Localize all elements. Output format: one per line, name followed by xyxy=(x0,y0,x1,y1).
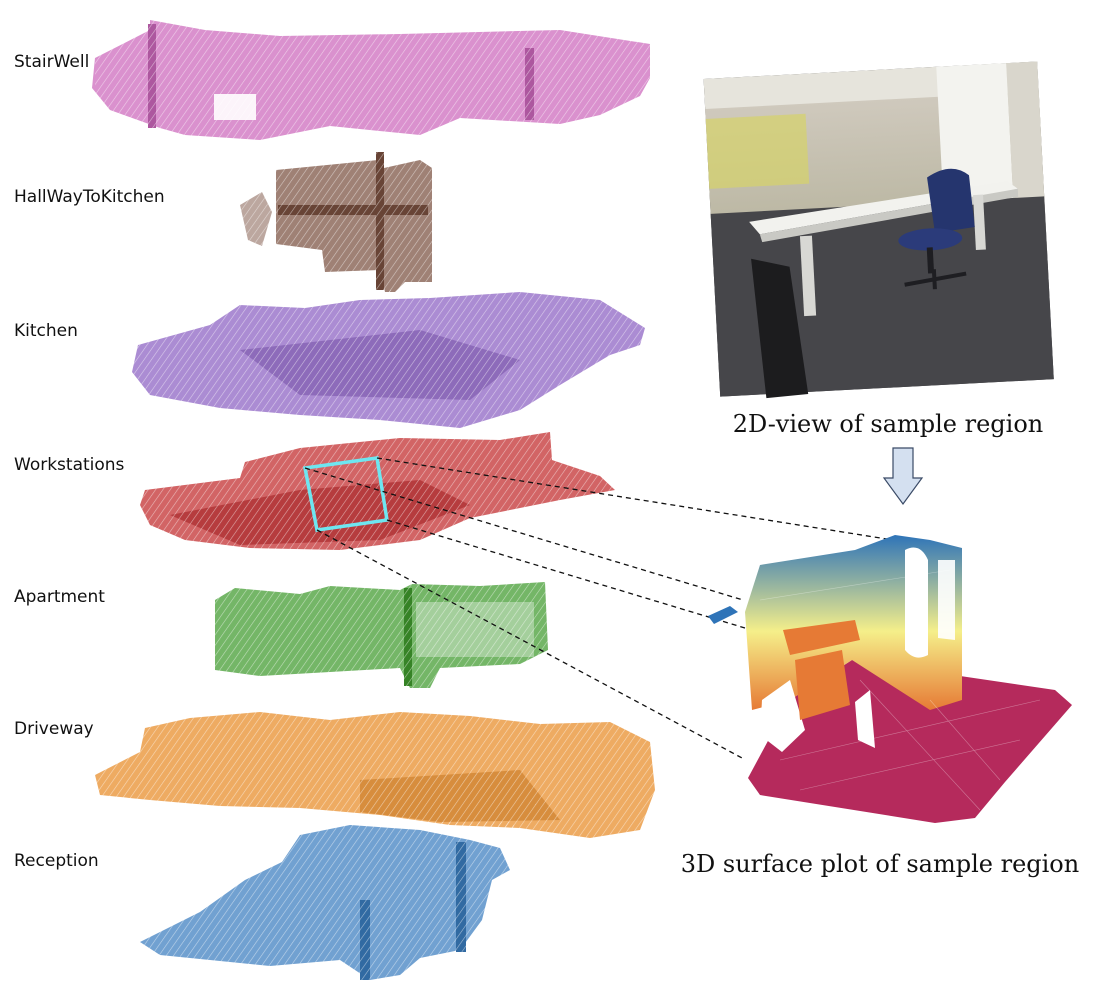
cloud-hallwaytokitchen xyxy=(240,150,435,295)
label-driveway: Driveway xyxy=(14,719,94,739)
down-arrow-icon xyxy=(882,447,924,506)
cloud-driveway xyxy=(92,708,660,843)
label-apartment: Apartment xyxy=(14,587,105,607)
label-reception: Reception xyxy=(14,851,99,871)
label-hallwaytokitchen: HallWayToKitchen xyxy=(14,187,165,207)
correspondence-lines xyxy=(304,457,894,759)
cloud-workstations xyxy=(140,430,620,555)
photo-2d-view xyxy=(703,61,1054,399)
label-kitchen: Kitchen xyxy=(14,321,78,341)
caption-2d-view: 2D-view of sample region xyxy=(733,410,1044,438)
cloud-stairwell xyxy=(92,20,655,142)
label-stairwell: StairWell xyxy=(14,52,90,72)
cloud-apartment xyxy=(212,580,552,692)
caption-3d-view: 3D surface plot of sample region xyxy=(681,850,1079,878)
label-workstations: Workstations xyxy=(14,455,125,475)
surface-plot-3d xyxy=(708,535,1072,823)
dashed-line-top xyxy=(376,457,894,541)
cloud-reception xyxy=(138,822,514,984)
cloud-kitchen xyxy=(130,290,650,430)
dashed-line-mid-1 xyxy=(304,467,744,601)
